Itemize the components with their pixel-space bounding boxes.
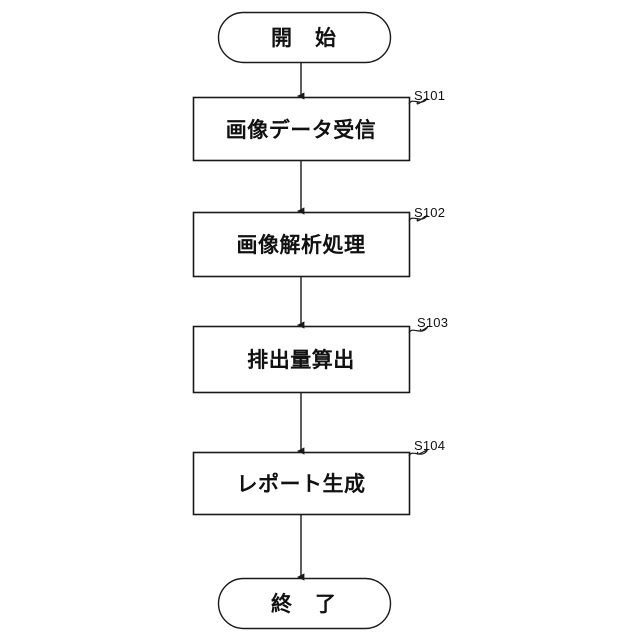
step-label-leader-line bbox=[408, 215, 428, 222]
step-number-label: S101 bbox=[414, 88, 446, 103]
step-number-label: S102 bbox=[414, 205, 446, 220]
step-leader-lines-layer bbox=[408, 98, 428, 457]
process-node-shape bbox=[192, 96, 411, 162]
step-label-leader-line bbox=[408, 98, 428, 105]
process-node-shape bbox=[192, 451, 411, 516]
terminal-node-shape bbox=[217, 11, 392, 64]
step-number-label: S104 bbox=[414, 438, 446, 453]
step-label-leader-line bbox=[408, 326, 428, 334]
process-node-shape bbox=[192, 211, 411, 278]
node-shapes-layer bbox=[192, 11, 411, 630]
step-label-leader-line bbox=[408, 449, 428, 457]
step-number-label: S103 bbox=[417, 315, 449, 330]
process-node-shape bbox=[192, 325, 411, 394]
terminal-node-shape bbox=[217, 577, 392, 630]
